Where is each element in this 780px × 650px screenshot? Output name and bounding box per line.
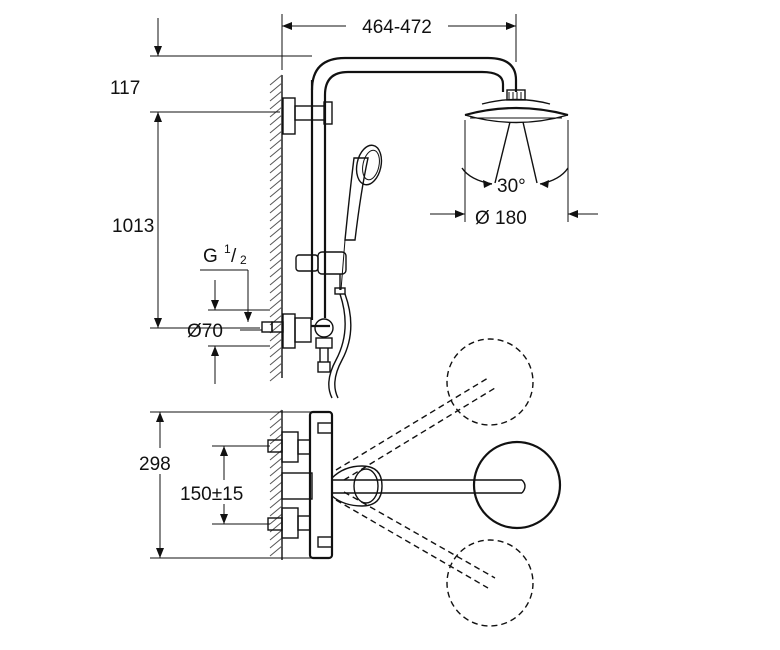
wall-section-bottom xyxy=(269,409,283,560)
dim-arm-reach: 464-472 xyxy=(281,12,517,70)
wall-hatch-mark xyxy=(269,114,283,126)
wall-section-top xyxy=(269,74,283,382)
dim-head: 30° Ø 180 xyxy=(430,176,598,229)
arm-positions xyxy=(332,338,562,627)
wall-hatch-mark xyxy=(269,457,283,469)
wall-hatch-mark xyxy=(269,266,283,278)
wall-hatch-mark xyxy=(269,146,283,158)
wall-hatch-mark xyxy=(269,210,283,222)
dim-mixer-height: 298 xyxy=(136,411,312,559)
wall-hatch-mark xyxy=(269,202,283,214)
wall-hatch-mark xyxy=(269,338,283,350)
wall-hatch-mark xyxy=(269,441,283,453)
label-mixer-height: 298 xyxy=(139,454,171,475)
wall-hatch-mark xyxy=(269,74,283,86)
wall-hatch-mark xyxy=(269,306,283,318)
wall-hatch-mark xyxy=(269,346,283,358)
wall-hatch-mark xyxy=(269,274,283,286)
wall-hatch-mark xyxy=(269,90,283,102)
label-rail-height: 1013 xyxy=(112,216,154,237)
wall-hatch-mark xyxy=(269,481,283,493)
dim-vertical-left: 117 1013 xyxy=(110,18,312,329)
label-inlet-spacing: 150±15 xyxy=(180,484,243,505)
wall-hatch-mark xyxy=(269,290,283,302)
wall-hatch-mark xyxy=(269,489,283,501)
label-thread-num: 1 xyxy=(224,242,231,256)
wall-hatch-mark xyxy=(269,473,283,485)
wall-hatch-mark xyxy=(269,433,283,445)
mixer-body-top-view xyxy=(267,410,383,560)
wall-hatch-mark xyxy=(269,186,283,198)
label-thread: G xyxy=(203,246,218,267)
wall-hatch-mark xyxy=(269,130,283,142)
dim-inlet-spacing: 150±15 xyxy=(178,445,270,525)
wall-hatch-mark xyxy=(269,234,283,246)
wall-hatch-mark xyxy=(269,138,283,150)
label-head-diameter: Ø 180 xyxy=(475,208,527,229)
wall-hatch-mark xyxy=(269,154,283,166)
wall-hatch-mark xyxy=(269,545,283,557)
wall-hatch-mark xyxy=(269,537,283,549)
wall-hatch-mark xyxy=(269,513,283,525)
label-top-offset: 117 xyxy=(110,78,140,99)
svg-text:/: / xyxy=(231,246,237,267)
wall-hatch-mark xyxy=(269,362,283,374)
wall-hatch-mark xyxy=(269,194,283,206)
wall-hatch-mark xyxy=(269,226,283,238)
wall-hatch-mark xyxy=(269,250,283,262)
shower-head xyxy=(461,89,569,222)
wall-hatch-mark xyxy=(269,529,283,541)
hand-shower xyxy=(328,144,383,399)
label-arm-reach: 464-472 xyxy=(362,17,432,38)
dim-inlet: G 1 / 2 Ø70 xyxy=(187,242,270,384)
wall-hatch-mark xyxy=(269,98,283,110)
label-spray-angle: 30° xyxy=(497,176,526,197)
wall-hatch-mark xyxy=(269,82,283,94)
wall-hatch-mark xyxy=(269,370,283,382)
wall-hatch-mark xyxy=(269,417,283,429)
wall-hatch-mark xyxy=(269,122,283,134)
wall-hatch-mark xyxy=(269,170,283,182)
wall-hatch-mark xyxy=(269,162,283,174)
wall-hatch-mark xyxy=(269,178,283,190)
wall-hatch-mark xyxy=(269,354,283,366)
wall-outlet-elbow xyxy=(261,313,334,373)
label-thread-den: 2 xyxy=(240,253,247,267)
wall-hatch-mark xyxy=(269,425,283,437)
wall-hatch-mark xyxy=(269,282,283,294)
wall-hatch-mark xyxy=(269,298,283,310)
wall-hatch-mark xyxy=(269,505,283,517)
wall-hatch-mark xyxy=(269,465,283,477)
wall-hatch-mark xyxy=(269,258,283,270)
wall-hatch-mark xyxy=(269,218,283,230)
wall-hatch-mark xyxy=(269,242,283,254)
shower-column xyxy=(282,56,518,320)
wall-hatch-mark xyxy=(269,497,283,509)
label-escutcheon: Ø70 xyxy=(187,321,223,342)
